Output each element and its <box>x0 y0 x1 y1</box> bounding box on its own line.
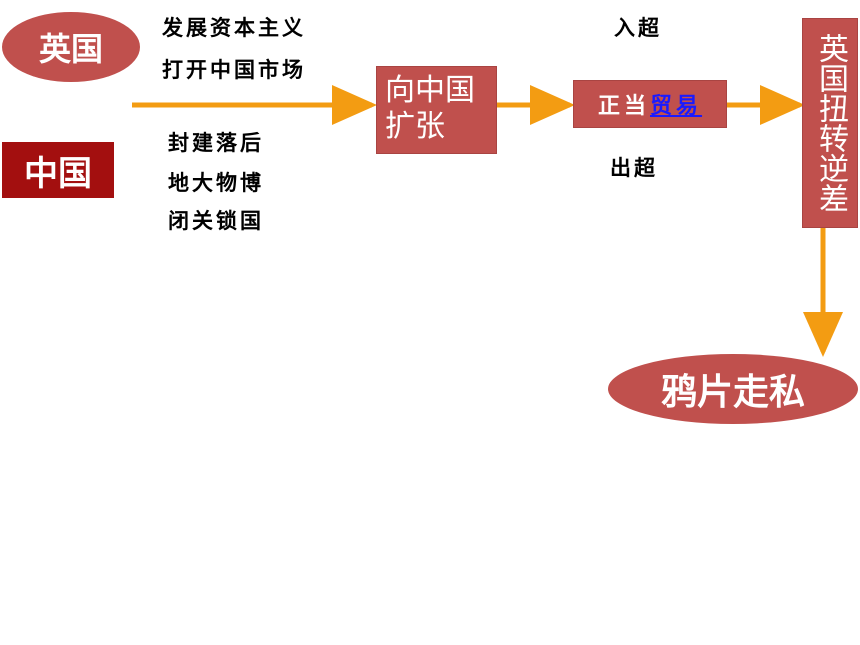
expand-node: 向中国扩张 <box>376 66 497 154</box>
trade-link[interactable]: 贸易 <box>650 94 703 119</box>
china-note-3: 闭关锁国 <box>168 209 264 233</box>
britain-label: 英国 <box>38 30 103 68</box>
china-label: 中国 <box>24 153 92 194</box>
reverse-deficit-label: 英国扭转逆差 <box>813 33 848 213</box>
china-note-2: 地大物博 <box>168 171 264 195</box>
britain-node: 英国 <box>2 12 140 82</box>
opium-smuggling-label: 鸦片走私 <box>660 372 805 413</box>
trade-export-label: 出超 <box>610 156 658 180</box>
reverse-deficit-node: 英国扭转逆差 <box>802 18 858 228</box>
trade-import-label: 入超 <box>614 16 662 40</box>
expand-label: 向中国扩张 <box>385 73 475 144</box>
britain-note-1: 发展资本主义 <box>162 16 306 40</box>
britain-note-2: 打开中国市场 <box>162 58 306 82</box>
china-node: 中国 <box>2 142 114 198</box>
china-note-1: 封建落后 <box>168 131 264 155</box>
opium-smuggling-node: 鸦片走私 <box>608 354 858 424</box>
trade-node: 正当 贸易 <box>573 80 727 128</box>
trade-prefix: 正当 <box>597 94 650 119</box>
